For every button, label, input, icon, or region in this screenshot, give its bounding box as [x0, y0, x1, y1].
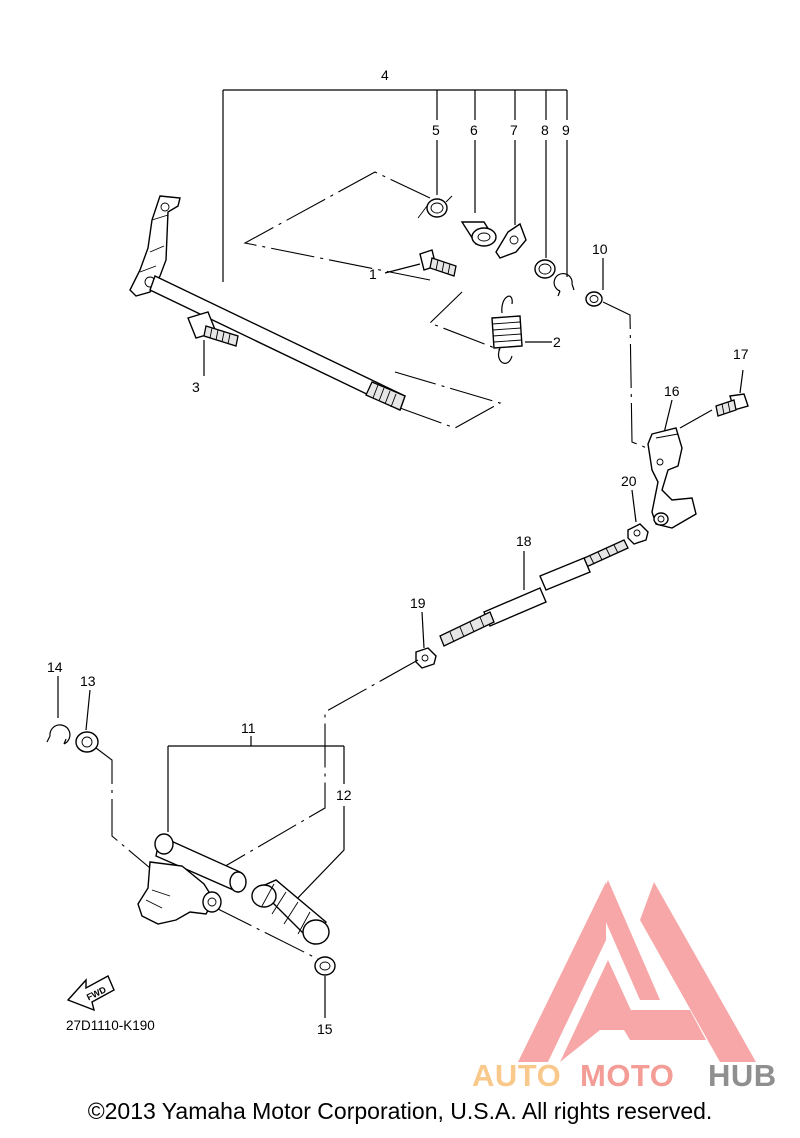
- shift-shaft-icon: [129, 195, 406, 411]
- diagram-code: 27D1110-K190: [66, 1018, 155, 1033]
- washer-icon: [538, 263, 552, 275]
- washer-icon: [75, 731, 99, 753]
- fwd-arrow-icon: FWD: [66, 975, 115, 1012]
- circlip-icon: [46, 724, 71, 745]
- callout-18: 18: [516, 533, 532, 549]
- watermark-auto: AUTO: [472, 1058, 561, 1093]
- callout-4: 4: [381, 67, 389, 83]
- callout-15: 15: [317, 1021, 333, 1037]
- callout-6: 6: [470, 122, 478, 138]
- automotohub-logo-icon: [518, 880, 756, 1062]
- callout-13: 13: [80, 673, 96, 689]
- watermark-moto: MOTO: [580, 1058, 674, 1093]
- watermark-hub: HUB: [708, 1058, 777, 1093]
- shift-pedal-icon: [137, 833, 247, 925]
- nut-icon: [627, 523, 649, 545]
- callout-7: 7: [510, 122, 518, 138]
- copyright-notice: ©2013 Yamaha Motor Corporation, U.S.A. A…: [87, 1098, 713, 1124]
- callout-19: 19: [410, 595, 426, 611]
- tension-spring-icon: [491, 295, 523, 364]
- callout-5: 5: [432, 122, 440, 138]
- callout-9: 9: [562, 122, 570, 138]
- leader-lines-upper: [203, 89, 744, 649]
- nut-icon: [415, 647, 437, 669]
- washer-icon: [534, 259, 556, 279]
- callout-3: 3: [192, 379, 200, 395]
- shift-arm-icon: [647, 427, 697, 529]
- washer-icon: [585, 291, 603, 307]
- callout-2: 2: [553, 334, 561, 350]
- stopper-lever-icon: [495, 222, 527, 259]
- leader-lines-lower: [57, 659, 419, 1018]
- circlip-icon: [553, 273, 575, 297]
- collar-icon: [460, 221, 497, 247]
- stud-bolt-icon: [187, 311, 239, 347]
- callout-14: 14: [47, 659, 63, 675]
- washer-icon: [81, 736, 93, 748]
- bolt-icon: [715, 393, 749, 417]
- torsion-spring-icon: [417, 195, 453, 219]
- callout-12: 12: [336, 787, 352, 803]
- washer-icon: [589, 295, 599, 303]
- callout-8: 8: [541, 122, 549, 138]
- washer-icon: [319, 961, 331, 971]
- shift-rod-icon: [439, 539, 629, 647]
- bolt-icon: [419, 249, 457, 277]
- callout-16: 16: [664, 383, 680, 399]
- callout-20: 20: [621, 473, 637, 489]
- callout-10: 10: [592, 241, 608, 257]
- callout-11: 11: [241, 720, 256, 736]
- pedal-rubber-icon: [251, 879, 330, 946]
- callout-17: 17: [733, 346, 749, 362]
- callout-1: 1: [369, 266, 377, 282]
- callout-numbers: 4 5 6 7 8 9 10 1 2 3 17 16 20 18 19 14 1…: [47, 67, 749, 1037]
- washer-icon: [314, 956, 336, 976]
